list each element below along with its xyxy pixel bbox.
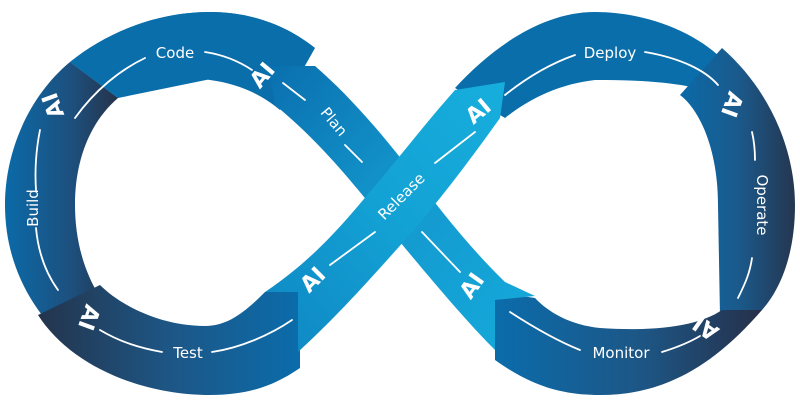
- code-segment-inner: [70, 12, 315, 110]
- operate-segment: [680, 48, 795, 316]
- deploy-segment: [455, 12, 725, 118]
- stage-operate: Operate: [753, 174, 771, 235]
- stage-build: Build: [24, 189, 42, 227]
- stage-deploy: Deploy: [584, 44, 637, 62]
- test-segment: [38, 285, 300, 395]
- guide-lines: [34, 51, 756, 353]
- right-loop: [455, 12, 795, 395]
- stage-code: Code: [156, 44, 194, 62]
- release-ribbon: [265, 82, 505, 352]
- build-segment: [5, 62, 118, 345]
- left-loop: [5, 12, 315, 395]
- monitor-segment: [495, 292, 762, 395]
- stage-test: Test: [172, 344, 203, 362]
- stage-monitor: Monitor: [592, 344, 650, 362]
